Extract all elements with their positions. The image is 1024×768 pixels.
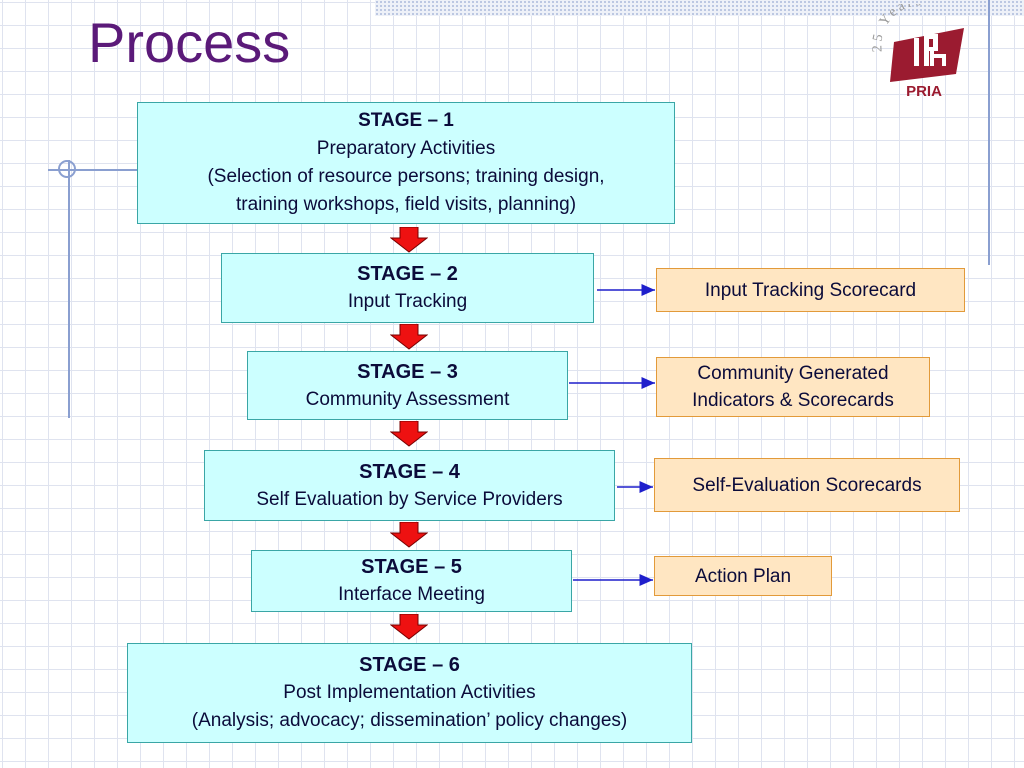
output-community-indicators: Community Generated Indicators & Scoreca… <box>656 357 930 417</box>
logo-monogram-icon <box>914 34 946 66</box>
output-action-plan: Action Plan <box>654 556 832 596</box>
down-arrow-icon <box>390 614 428 640</box>
output-input-tracking-scorecard: Input Tracking Scorecard <box>656 268 965 312</box>
output-text-line: Community Generated <box>697 363 889 384</box>
stage-text-line: training workshops, field visits, planni… <box>235 194 577 215</box>
top-dotted-band <box>375 0 1024 16</box>
stage-5-box: STAGE – 5 Interface Meeting <box>251 550 572 612</box>
stage-1-box: STAGE – 1 Preparatory Activities (Select… <box>137 102 675 224</box>
output-text-line: Indicators & Scorecards <box>692 390 894 411</box>
decorative-circle <box>58 160 76 178</box>
output-self-evaluation-scorecards: Self-Evaluation Scorecards <box>654 458 960 512</box>
stage-text-line: Self Evaluation by Service Providers <box>256 488 563 510</box>
stage-heading: STAGE – 1 <box>358 110 454 131</box>
down-arrow-icon <box>390 324 428 350</box>
output-text-line: Action Plan <box>694 565 792 587</box>
decorative-horizontal-line <box>48 169 138 171</box>
stage-text-line: Preparatory Activities <box>316 138 496 159</box>
logo-name: PRIA <box>906 83 942 100</box>
decorative-vertical-line-right <box>988 0 990 265</box>
stage-2-box: STAGE – 2 Input Tracking <box>221 253 594 323</box>
stage-heading: STAGE – 6 <box>359 654 460 676</box>
down-arrow-icon <box>390 227 428 253</box>
stage-heading: STAGE – 3 <box>357 360 458 383</box>
stage-3-box: STAGE – 3 Community Assessment <box>247 351 568 420</box>
slide-title: Process <box>88 11 291 74</box>
stage-heading: STAGE – 4 <box>359 460 460 483</box>
stage-text-line: Input Tracking <box>347 291 468 312</box>
stage-text-line: Post Implementation Activities <box>283 682 536 703</box>
stage-text-line: (Analysis; advocacy; dissemination’ poli… <box>191 710 628 731</box>
stage-text-line: Community Assessment <box>305 388 510 410</box>
output-text-line: Input Tracking Scorecard <box>704 279 917 301</box>
pria-logo: 25 Years PRIA <box>872 4 964 100</box>
stage-heading: STAGE – 5 <box>361 556 462 578</box>
stage-text-line: (Selection of resource persons; training… <box>207 166 605 187</box>
decorative-vertical-line-left <box>68 160 70 418</box>
stage-text-line: Interface Meeting <box>338 584 485 605</box>
stage-heading: STAGE – 2 <box>357 263 458 285</box>
stage-6-box: STAGE – 6 Post Implementation Activities… <box>127 643 692 743</box>
output-text-line: Self-Evaluation Scorecards <box>692 474 922 496</box>
down-arrow-icon <box>390 421 428 447</box>
down-arrow-icon <box>390 522 428 548</box>
stage-4-box: STAGE – 4 Self Evaluation by Service Pro… <box>204 450 615 521</box>
